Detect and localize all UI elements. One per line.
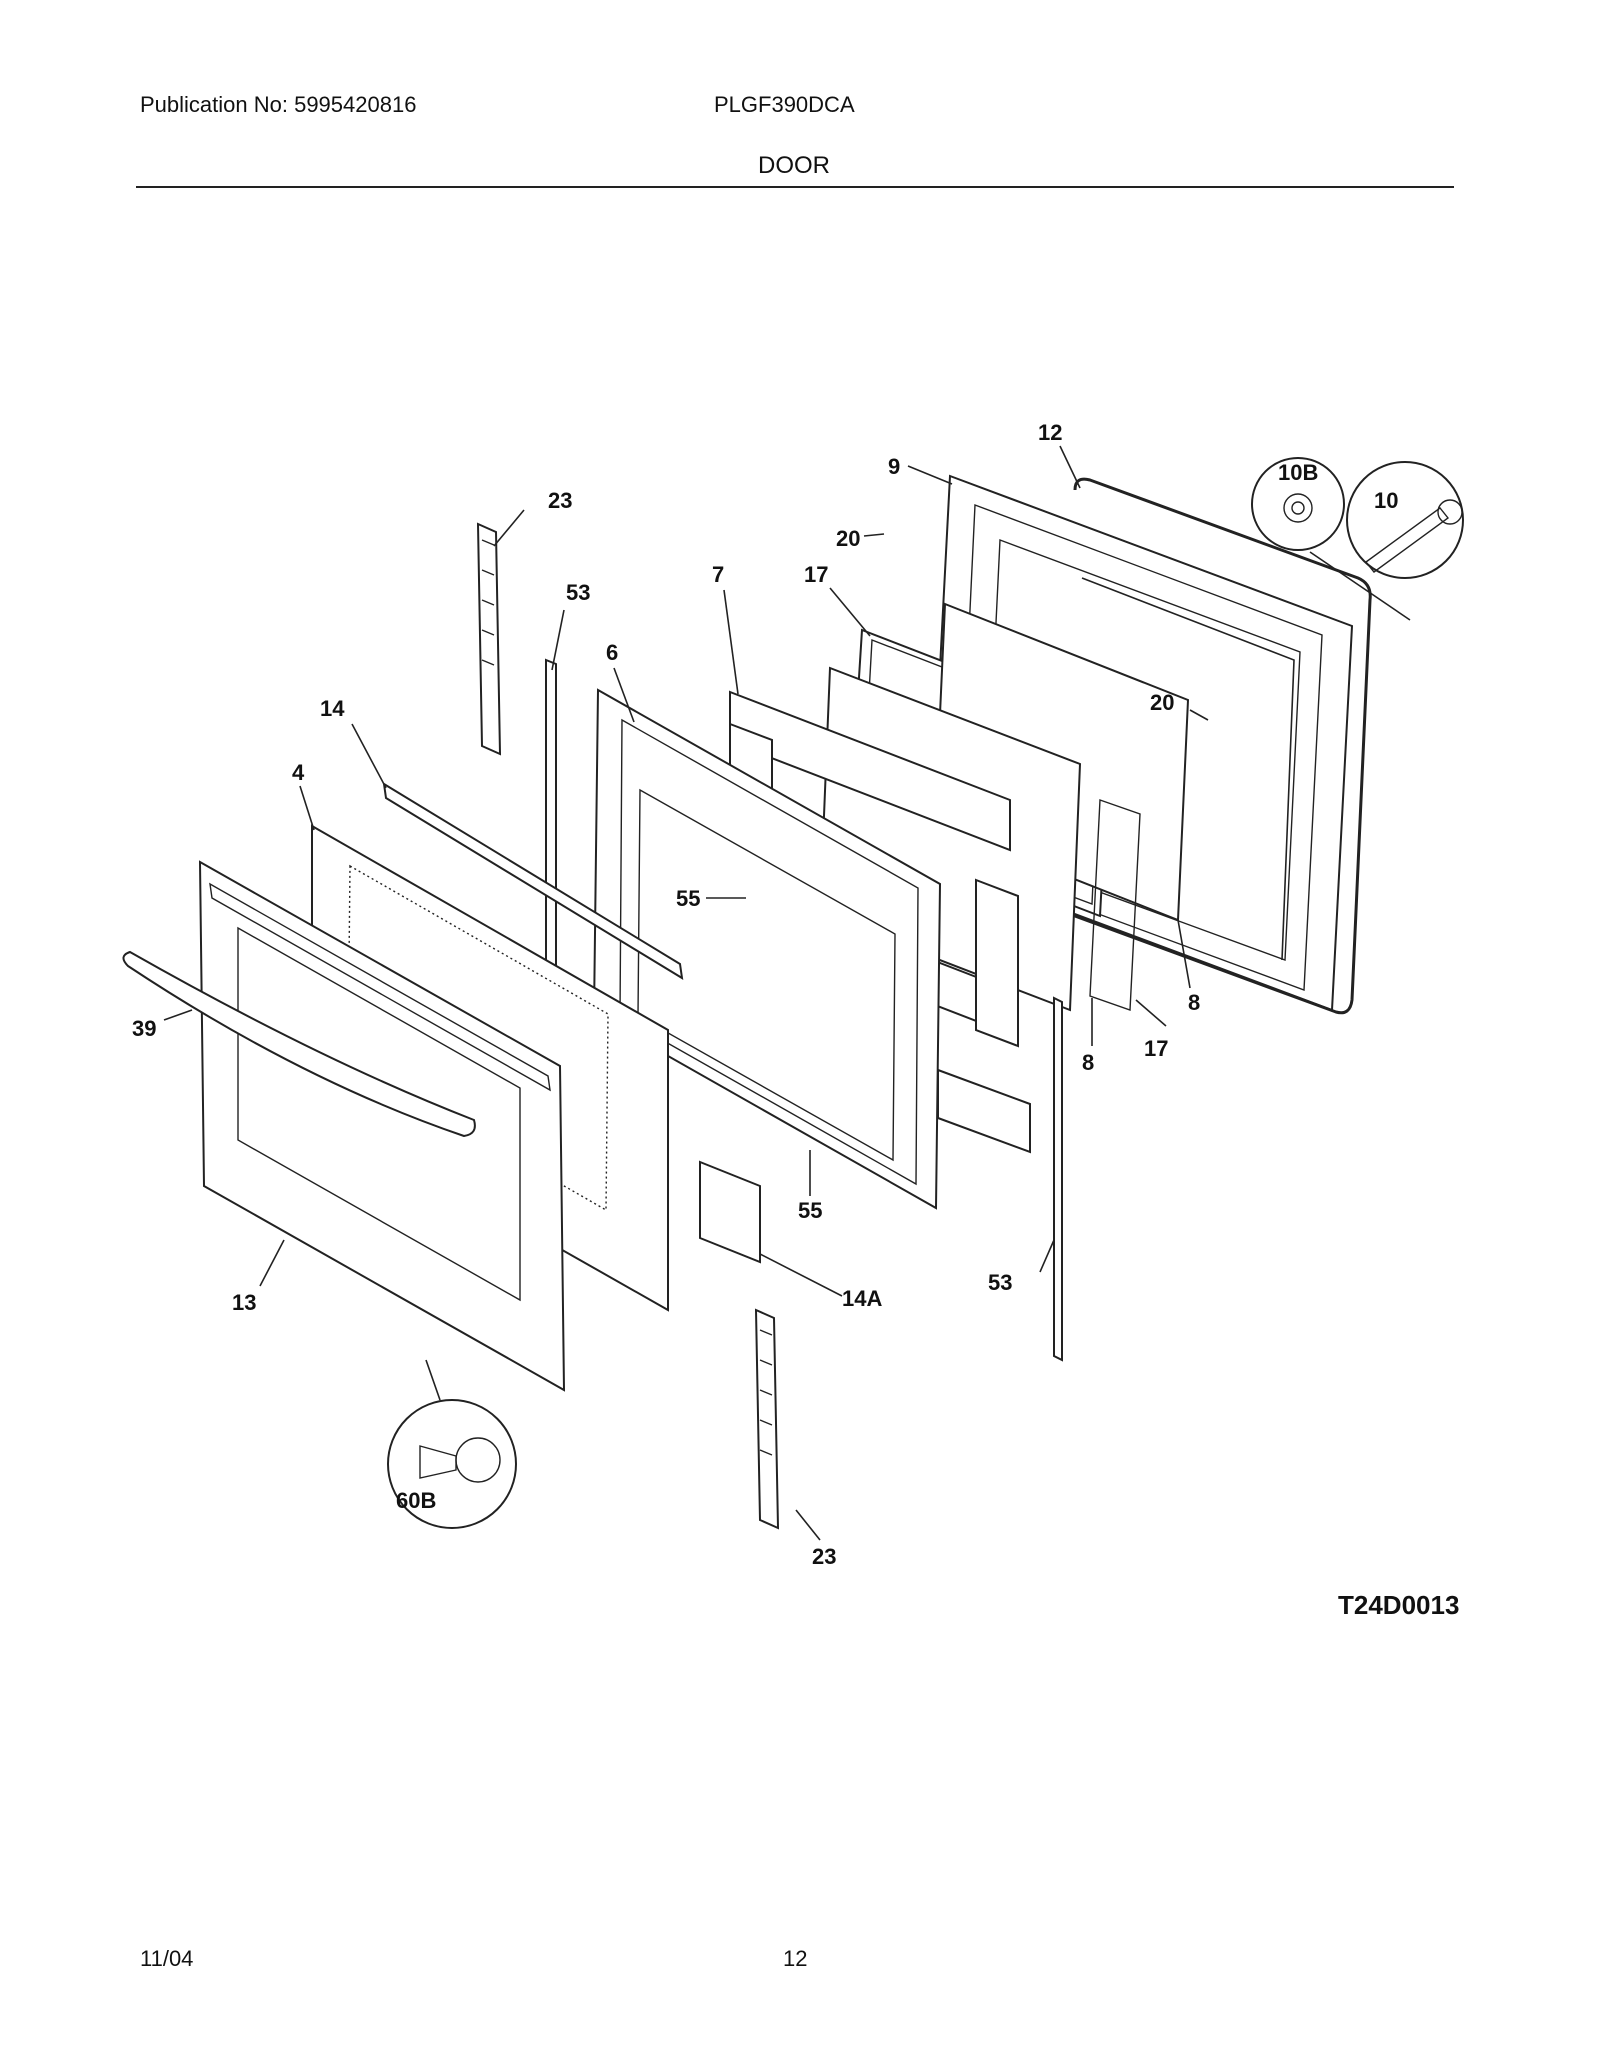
callout-13: 13 [232,1290,256,1315]
part-14a-label [699,1160,761,1264]
callout-55-upper: 55 [676,886,700,911]
callout-53-left: 53 [566,580,590,605]
callout-7: 7 [712,562,724,587]
callout-4: 4 [292,760,305,785]
callout-17-lower: 17 [1144,1036,1168,1061]
part-12-gasket [1063,477,1372,1015]
callout-23-upper: 23 [548,488,572,513]
detail-10b-circle [1251,457,1345,551]
part-53-trim-right [1053,996,1063,1362]
detail-60b-circle [387,1399,517,1529]
callout-8-right: 8 [1188,990,1200,1015]
callout-20-right: 20 [1150,690,1174,715]
callout-10: 10 [1374,488,1398,513]
callout-9: 9 [888,454,900,479]
callout-39: 39 [132,1016,156,1041]
drawing-code: T24D0013 [1338,1590,1460,1620]
part-14-strip [382,782,684,980]
callouts: 23 53 14 4 6 7 17 9 12 10B 10 20 20 55 5… [132,420,1398,1569]
callout-23-lower: 23 [812,1544,836,1569]
callout-8-lower: 8 [1082,1050,1094,1075]
callout-12: 12 [1038,420,1062,445]
callout-14: 14 [320,696,345,721]
part-23-hinge-lower [754,1308,780,1530]
leader-lines [163,445,1411,1541]
detail-10-circle [1346,461,1464,579]
page-number: 12 [783,1946,808,1971]
callout-55-lower: 55 [798,1198,822,1223]
part-23-hinge-upper [476,522,502,756]
model-number: PLGF390DCA [714,92,855,117]
callout-53-right: 53 [988,1270,1012,1295]
publication-number: Publication No: 5995420816 [140,92,417,117]
callout-60b: 60B [396,1488,436,1513]
callout-10b: 10B [1278,460,1318,485]
part-39-handle [122,950,476,1138]
header-divider [136,186,1454,188]
callout-17-upper: 17 [804,562,828,587]
callout-20-upper: 20 [836,526,860,551]
callout-6: 6 [606,640,618,665]
callout-14a: 14A [842,1286,882,1311]
section-title: DOOR [758,152,830,179]
part-13-outer-door [198,860,566,1392]
footer-date: 11/04 [140,1946,194,1971]
